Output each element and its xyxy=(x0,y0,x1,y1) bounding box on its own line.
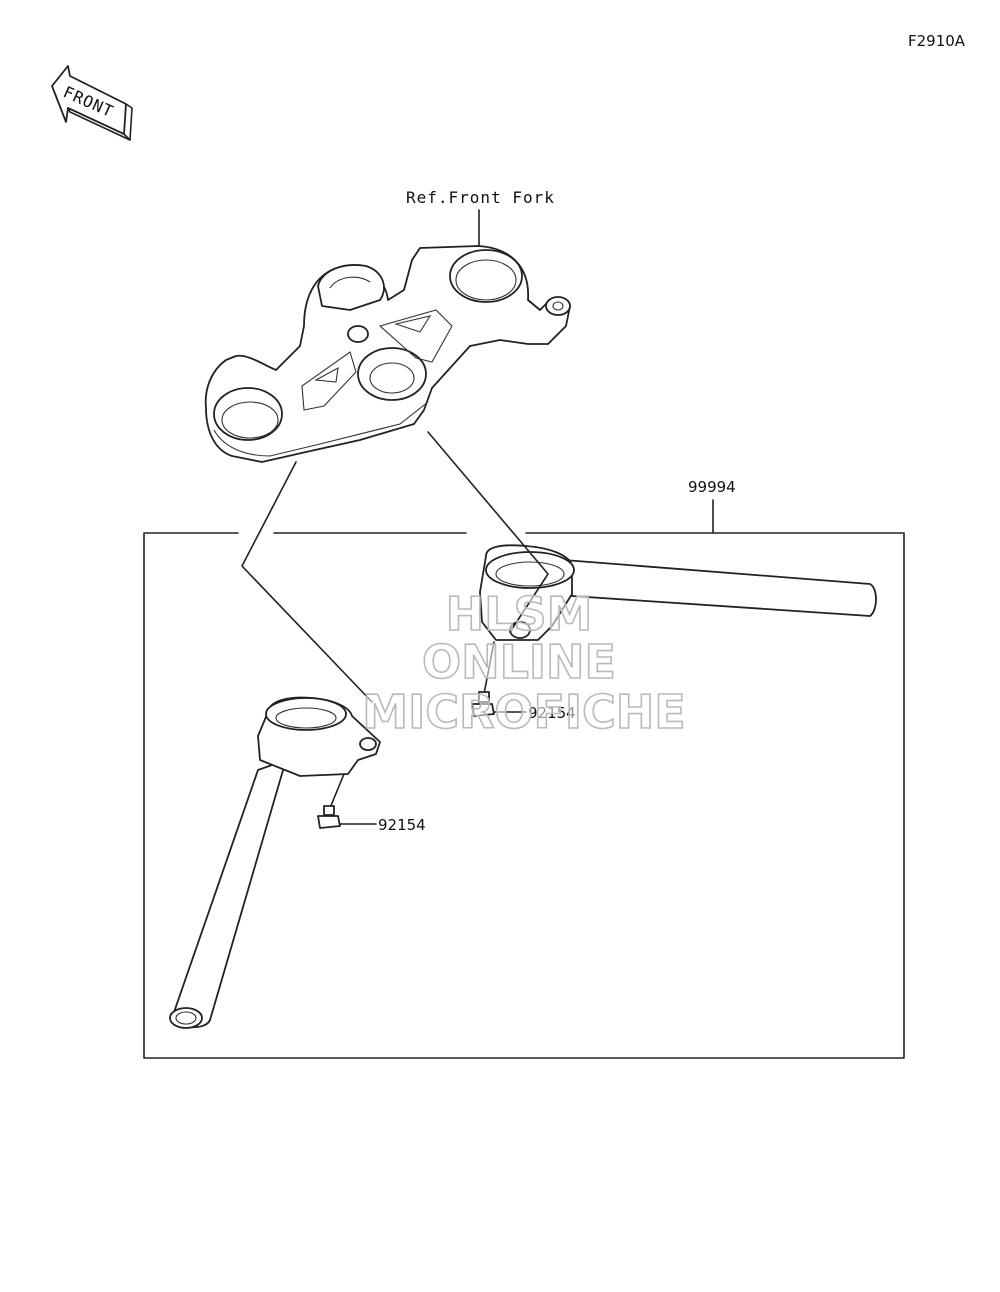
bolt-lower-icon xyxy=(317,773,345,829)
watermark-line-1: HLSM xyxy=(446,587,593,641)
right-clip-on-handlebar xyxy=(479,544,877,641)
bolt-upper-icon xyxy=(471,641,495,717)
bolt-lower-part-number: 92154 xyxy=(378,816,426,834)
upper-triple-clamp xyxy=(204,245,571,463)
front-arrow-icon: FRONT xyxy=(51,65,133,141)
watermark-line-2: ONLINE xyxy=(422,635,616,689)
assembly-part-number: 99994 xyxy=(688,478,736,496)
watermark: HLSM ONLINE MICROFICHE xyxy=(361,586,686,740)
assembly-box xyxy=(143,532,905,1059)
leader-line-left xyxy=(241,461,373,703)
watermark-line-3: MICROFICHE xyxy=(362,685,685,739)
ref-front-fork-label: Ref.Front Fork xyxy=(406,188,555,207)
bolt-upper-part-number: 92154 xyxy=(528,704,576,722)
diagram-code: F2910A xyxy=(908,32,966,50)
left-clip-on-handlebar xyxy=(169,696,381,1029)
leader-line-right xyxy=(427,431,549,633)
